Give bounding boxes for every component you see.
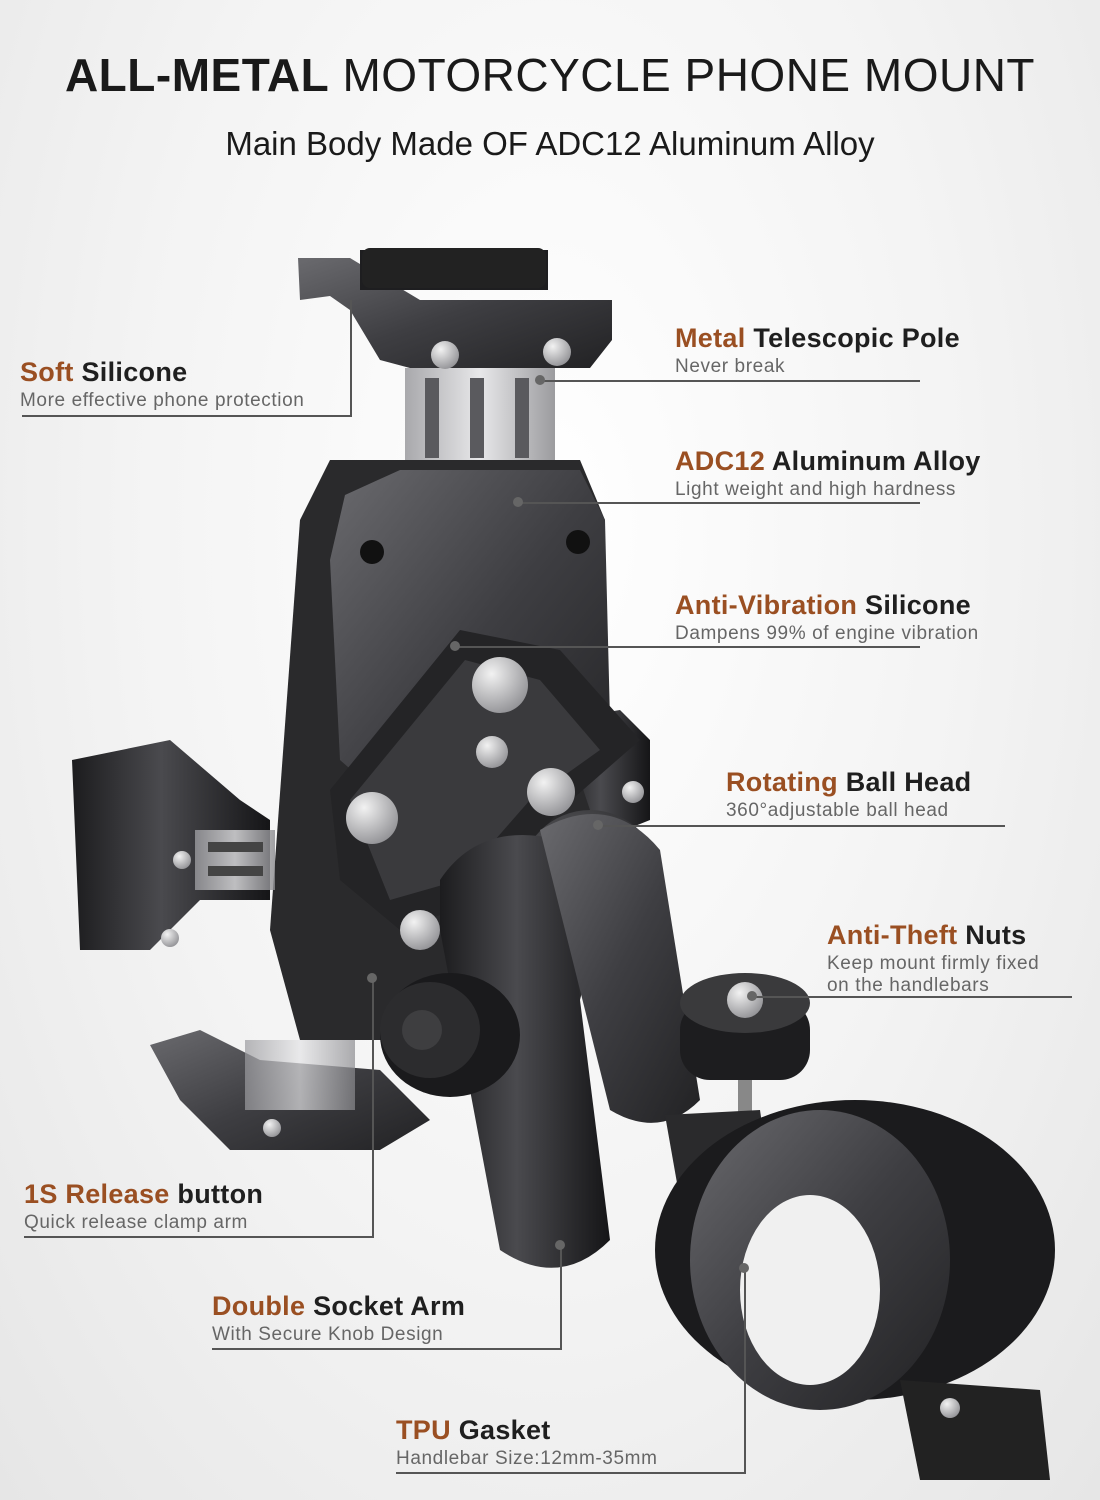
ball-head-accent: Rotating (726, 767, 838, 797)
tpu-gasket-accent: TPU (396, 1415, 451, 1445)
leader-aluminum-alloy-dot (513, 497, 523, 507)
release-button-accent: 1S Release (24, 1179, 170, 1209)
socket-arm-desc: With Secure Knob Design (212, 1323, 444, 1345)
page-title: ALL-METAL MOTORCYCLE PHONE MOUNT (0, 52, 1100, 98)
telescopic-pole-accent: Metal (675, 323, 746, 353)
anti-theft-desc-2: on the handlebars (827, 975, 990, 997)
leader-anti-vibration-dot (450, 641, 460, 651)
tpu-gasket-title: Gasket (458, 1415, 551, 1445)
leader-ball-head-dot (593, 820, 603, 830)
callout-anti-theft: Anti-Theft Nuts Keep mount firmly fixed … (827, 920, 1040, 998)
telescopic-pole-title: Telescopic Pole (753, 323, 960, 353)
anti-theft-title: Nuts (965, 920, 1027, 950)
leader-release-button-dot (367, 973, 377, 983)
callout-release-button: 1S Release button Quick release clamp ar… (24, 1179, 264, 1234)
leader-soft-silicone-h (22, 415, 352, 417)
aluminum-alloy-desc: Light weight and high hardness (675, 478, 957, 500)
leader-release-button-v (372, 978, 374, 1238)
leader-anti-theft-dot (747, 991, 757, 1001)
leader-socket-arm-h (212, 1348, 562, 1350)
anti-theft-accent: Anti-Theft (827, 920, 958, 950)
bottom-clamp (150, 1030, 430, 1150)
soft-silicone-title: Silicone (81, 357, 188, 387)
leader-telescopic-pole-dot (535, 375, 545, 385)
leader-ball-head (598, 825, 1005, 827)
leader-socket-arm-v (560, 1245, 562, 1350)
vibration-damper (330, 630, 640, 930)
anti-vibration-accent: Anti-Vibration (675, 590, 858, 620)
leader-tpu-gasket-h (396, 1472, 746, 1474)
socket-arm-title: Socket Arm (313, 1291, 466, 1321)
secure-knob (380, 973, 520, 1097)
page-subtitle: Main Body Made OF ADC12 Aluminum Alloy (225, 125, 875, 162)
aluminum-alloy-title: Aluminum Alloy (771, 446, 981, 476)
left-clamp-arm (72, 740, 275, 950)
anti-theft-nut (680, 973, 810, 1120)
leader-soft-silicone-v (350, 300, 352, 417)
telescopic-pole-desc: Never break (675, 355, 786, 377)
release-button-desc: Quick release clamp arm (24, 1211, 248, 1233)
aluminum-alloy-accent: ADC12 (675, 446, 766, 476)
title-bold: ALL-METAL (64, 49, 330, 101)
ball-head-title: Ball Head (845, 767, 972, 797)
leader-anti-theft (752, 996, 1072, 998)
leader-tpu-gasket-dot (739, 1263, 749, 1273)
anti-theft-desc-1: Keep mount firmly fixed (827, 952, 1040, 974)
callout-tpu-gasket: TPU Gasket Handlebar Size:12mm-35mm (396, 1415, 658, 1470)
title-rest: MOTORCYCLE PHONE MOUNT (342, 49, 1036, 101)
top-clamp (298, 248, 612, 368)
soft-silicone-accent: Soft (20, 357, 74, 387)
callout-anti-vibration: Anti-Vibration Silicone Dampens 99% of e… (675, 590, 979, 645)
anti-vibration-title: Silicone (865, 590, 971, 620)
screws (161, 338, 644, 1137)
callout-socket-arm: Double Socket Arm With Secure Knob Desig… (212, 1291, 466, 1346)
telescopic-pole (405, 368, 555, 468)
socket-arm-accent: Double (212, 1291, 306, 1321)
soft-silicone-desc: More effective phone protection (20, 389, 305, 411)
leader-socket-arm-dot (555, 1240, 565, 1250)
leader-tpu-gasket-v (744, 1268, 746, 1474)
leader-release-button-h (24, 1236, 374, 1238)
anti-vibration-desc: Dampens 99% of engine vibration (675, 622, 979, 644)
handlebar-clamp (655, 1100, 1055, 1480)
leader-aluminum-alloy (518, 502, 920, 504)
leader-telescopic-pole (540, 380, 920, 382)
leader-anti-vibration (455, 646, 920, 648)
callout-soft-silicone: Soft Silicone More effective phone prote… (20, 357, 305, 412)
socket-arm (440, 814, 700, 1268)
tpu-gasket-desc: Handlebar Size:12mm-35mm (396, 1447, 658, 1469)
callout-aluminum-alloy: ADC12 Aluminum Alloy Light weight and hi… (675, 446, 981, 501)
callout-telescopic-pole: Metal Telescopic Pole Never break (675, 323, 960, 378)
ball-head-desc: 360°adjustable ball head (726, 799, 949, 821)
callout-ball-head: Rotating Ball Head 360°adjustable ball h… (726, 767, 972, 822)
release-button-title: button (177, 1179, 264, 1209)
